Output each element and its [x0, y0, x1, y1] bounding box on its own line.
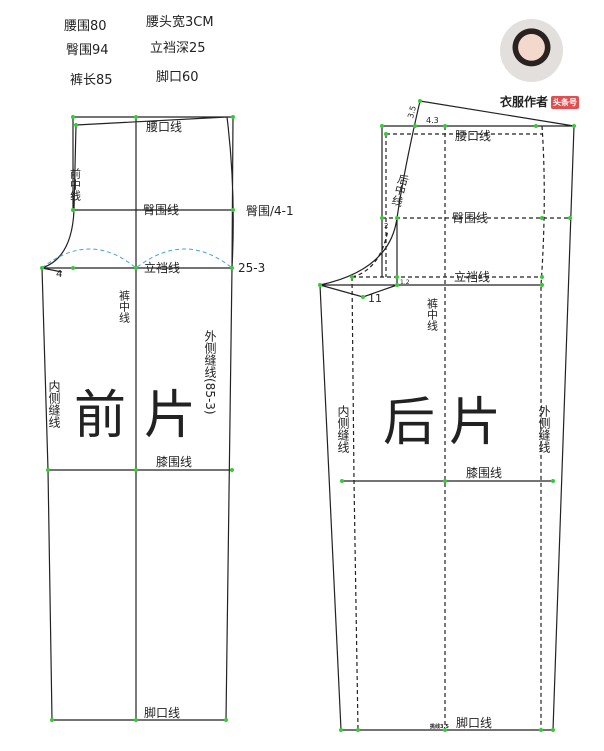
spec-hem: 脚口60: [156, 70, 199, 85]
back-crease-label: 裤中线: [426, 297, 439, 331]
front-knee-label: 膝围线: [156, 455, 192, 469]
spec-rise: 立裆深25: [150, 41, 206, 56]
front-hem-label: 脚口线: [144, 705, 180, 720]
back-piece: 3.5 4.3 腰口线 后中线 2 臀围线 立裆线 1.2 11 裤中线 后片 …: [318, 99, 576, 732]
front-crotch-label: 立裆线: [144, 260, 180, 275]
front-crotch-ext: 4: [56, 269, 62, 280]
back-hip-offset: 2: [384, 222, 388, 230]
back-rise-label: 3.5: [406, 105, 418, 120]
back-waist-label: 腰口线: [455, 129, 491, 143]
author-badge: 头条号: [551, 96, 580, 109]
spec-length: 裤长85: [70, 73, 113, 88]
back-hem-note: 挑线3.5: [429, 723, 449, 730]
front-hip-formula: 臀围/4-1: [246, 204, 294, 218]
back-hip-label: 臀围线: [452, 211, 488, 225]
front-crotch-formula: 25-3: [238, 261, 265, 275]
front-points: [40, 115, 235, 722]
author-avatar[interactable]: [500, 19, 563, 82]
back-crotch-label: 立裆线: [454, 269, 490, 284]
front-crease-label: 裤中线: [118, 289, 131, 323]
author-name: 衣服作者: [500, 95, 549, 109]
back-center-label: 后中线: [389, 172, 410, 208]
front-waist-label: 腰口线: [146, 120, 182, 134]
back-hem-label: 脚口线: [456, 715, 492, 730]
front-hip-label: 臀围线: [143, 203, 179, 217]
spec-waist: 腰围80: [64, 19, 107, 34]
back-waist-offset: 4.3: [426, 116, 439, 125]
back-points: [318, 99, 576, 732]
front-inseam-label: 内侧缝线: [47, 380, 61, 428]
back-outseam-label: 外侧缝线: [537, 405, 551, 453]
author-label[interactable]: 衣服作者头条号: [500, 93, 580, 110]
back-knee-label: 膝围线: [466, 466, 502, 480]
front-piece: 腰口线 前中线 臀围线 臀围/4-1 立裆线 25-3 4 裤中线 外侧缝线(8…: [40, 115, 294, 722]
back-crotch-offset: 1.2: [400, 279, 410, 286]
front-outseam-label: 外侧缝线(85-3): [203, 330, 217, 415]
front-title: 前片: [74, 386, 214, 446]
spec-waistband: 腰头宽3CM: [146, 15, 214, 30]
front-center-label: 前中线: [69, 167, 82, 201]
back-title: 后片: [383, 393, 515, 453]
back-crotch-ext: 11: [368, 292, 382, 305]
back-inseam-label: 内侧缝线: [336, 405, 350, 453]
spec-hip: 臀围94: [66, 43, 109, 58]
